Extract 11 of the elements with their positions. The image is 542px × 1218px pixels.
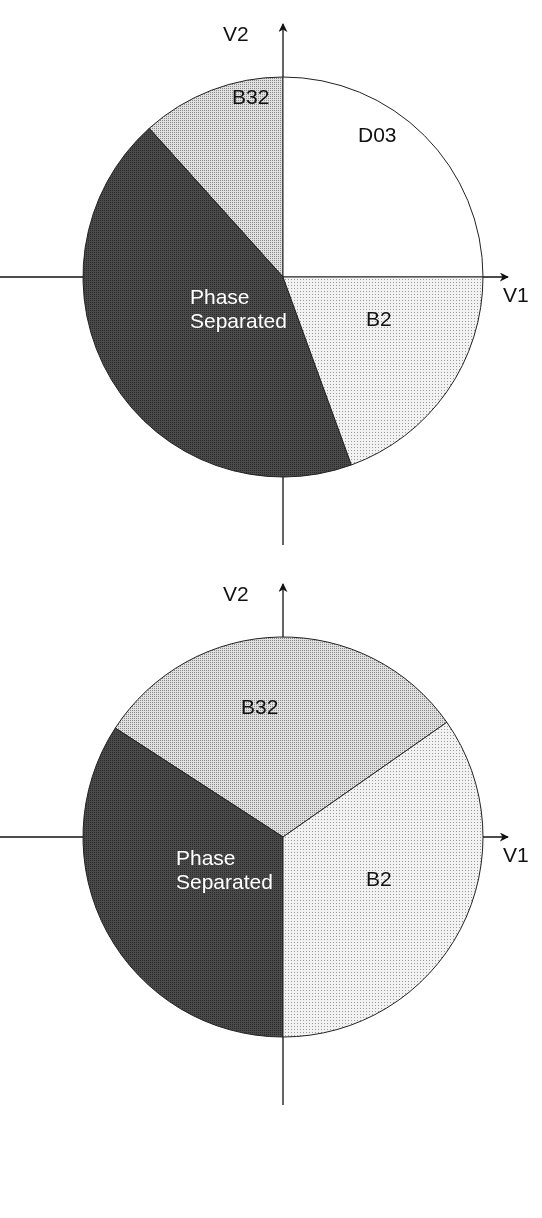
region-label: Phase Separated [176,846,273,893]
axis-label: V2 [223,582,249,606]
region-label: D03 [358,123,397,146]
region-label: Phase Separated [190,285,287,332]
axis-label: V1 [503,843,529,867]
axis-label: V1 [503,283,529,307]
region-label: B2 [366,867,392,890]
region-label: B32 [241,695,279,718]
region-label: B2 [366,307,392,330]
region-label: B32 [232,85,270,108]
axis-label: V2 [223,22,249,46]
